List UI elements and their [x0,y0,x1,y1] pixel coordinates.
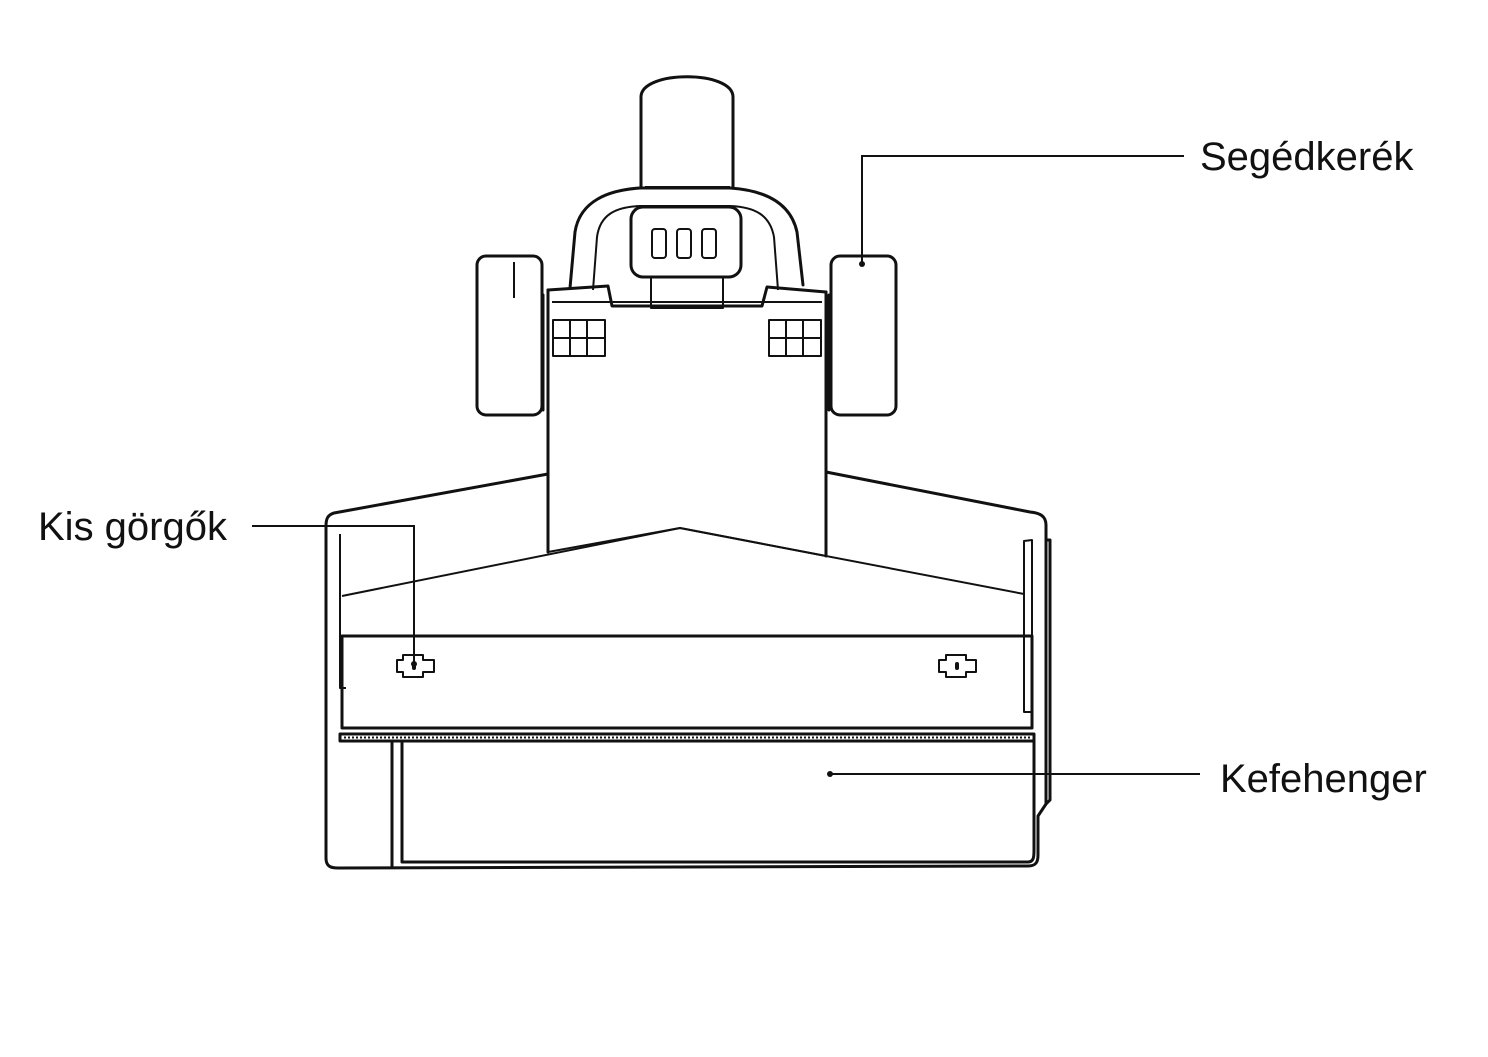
leader-aux-wheel [859,155,1184,267]
brush-roll [338,732,1036,868]
left-aux-wheel [475,254,545,417]
leader-small-rollers [252,525,417,667]
right-small-roller [938,654,977,678]
right-vent-grille [768,319,822,357]
roller-plate [340,634,1034,730]
small-rollers-label: Kis görgők [38,505,227,549]
left-vent-grille [552,319,606,357]
brush-roll-label: Kefehenger [1220,757,1427,801]
shoulder-block [546,284,828,558]
connector-pipe [639,75,735,189]
main-head-body [324,470,1052,870]
leader-brush-roll [827,771,1200,777]
right-aux-wheel [827,254,898,417]
aux-wheel-label: Segédkerék [1200,135,1414,179]
neck-housing [568,186,805,309]
